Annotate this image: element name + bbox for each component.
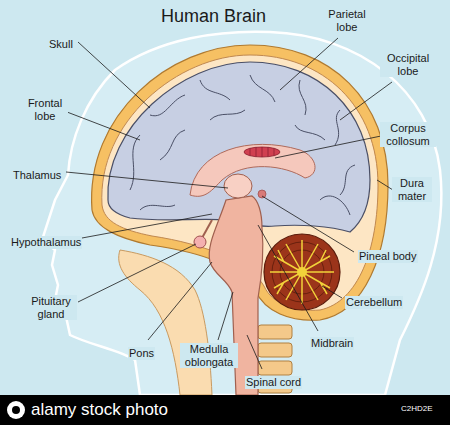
part-label: Parietal lobe (322, 8, 372, 33)
label-slot: Cerebellum (345, 292, 403, 310)
part-label: Pineal body (358, 250, 418, 263)
label-slot: Parietal lobe (322, 8, 372, 35)
part-label: Pituitary gland (25, 295, 77, 320)
label-slot: Medulla oblongata (180, 343, 238, 370)
part-label: Medulla oblongata (180, 343, 238, 368)
label-slot: Midbrain (310, 333, 354, 351)
label-slot: Occipital lobe (380, 52, 436, 79)
part-label: Hypothalamus (10, 236, 82, 249)
part-label: Pons (128, 347, 155, 360)
diagram-title: Human Brain (160, 6, 267, 27)
label-slot: Frontal lobe (22, 97, 68, 124)
part-label: Skull (48, 38, 74, 51)
part-label: Frontal lobe (22, 97, 68, 122)
part-label: Thalamus (12, 169, 62, 182)
part-label: Spinal cord (245, 376, 302, 389)
title-slot: Human Brain (160, 6, 267, 27)
label-slot: alamy stock photo (30, 400, 169, 420)
watermark-text: alamy stock photo (30, 400, 169, 420)
label-slot: Hypothalamus (10, 232, 82, 250)
label-slot: Thalamus (12, 165, 62, 183)
watermark-text: C2HD2E (400, 404, 434, 413)
label-slot: Pituitary gland (25, 295, 77, 322)
label-slot: Corpus collosum (380, 122, 436, 149)
label-slot: Skull (48, 34, 74, 52)
part-label: Occipital lobe (380, 52, 436, 77)
label-slot: C2HD2E (400, 397, 434, 415)
label-slot: Pineal body (358, 246, 418, 264)
part-label: Dura mater (392, 177, 432, 202)
part-label: Cerebellum (345, 296, 403, 309)
part-label: Corpus collosum (380, 122, 436, 147)
label-slot: Spinal cord (245, 372, 302, 390)
label-slot: Pons (128, 343, 155, 361)
label-slot: Dura mater (392, 177, 432, 204)
part-label: Midbrain (310, 337, 354, 350)
